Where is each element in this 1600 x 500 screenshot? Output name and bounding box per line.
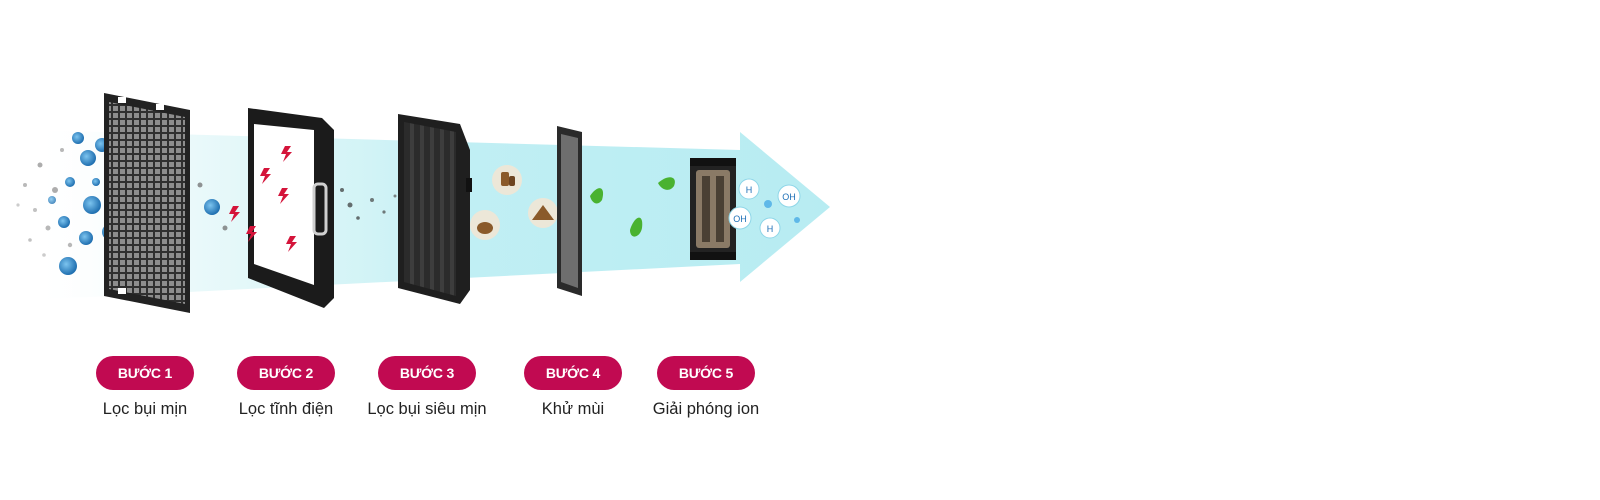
- step-2: BƯỚC 2 Lọc tĩnh điện: [206, 356, 366, 419]
- svg-text:OH: OH: [782, 192, 796, 202]
- svg-text:OH: OH: [733, 214, 747, 224]
- step-badge: BƯỚC 5: [657, 356, 755, 390]
- step-5: BƯỚC 5 Giải phóng ion: [626, 356, 786, 419]
- ultra-fine-filter-icon: [398, 114, 472, 304]
- ion-bubble: H: [759, 217, 781, 239]
- leaf-icons: [590, 177, 675, 237]
- ionizer-icon: [690, 158, 736, 260]
- svg-text:H: H: [746, 185, 753, 195]
- filtration-process-illustration: H OH OH H: [16, 93, 830, 313]
- step-label: Lọc bụi mịn: [102, 400, 188, 418]
- dust-germ-particles: [16, 132, 397, 275]
- step-badge: BƯỚC 4: [524, 356, 622, 390]
- step-label: Lọc tĩnh điện: [238, 400, 334, 418]
- svg-text:H: H: [767, 224, 774, 234]
- step-1: BƯỚC 1 Lọc bụi mịn: [65, 356, 225, 419]
- deodorizing-filter-icon: [557, 126, 582, 296]
- fine-dust-filter-icon: [104, 93, 190, 313]
- step-label: Khử mùi: [541, 400, 605, 418]
- step-label: Giải phóng ion: [652, 400, 760, 418]
- step-badge: BƯỚC 3: [378, 356, 476, 390]
- ion-bubble: OH: [728, 206, 752, 230]
- odor-icons: [470, 165, 558, 240]
- step-3: BƯỚC 3 Lọc bụi siêu mịn: [347, 356, 507, 419]
- electrostatic-filter-icon: [229, 108, 334, 308]
- step-badge: BƯỚC 2: [237, 356, 335, 390]
- step-badge: BƯỚC 1: [96, 356, 194, 390]
- step-label: Lọc bụi siêu mịn: [367, 400, 487, 418]
- ion-bubble: H: [738, 178, 760, 200]
- ion-bubble: OH: [777, 184, 801, 208]
- step-4: BƯỚC 4 Khử mùi: [493, 356, 653, 419]
- ion-bubbles: H OH OH H: [728, 178, 801, 239]
